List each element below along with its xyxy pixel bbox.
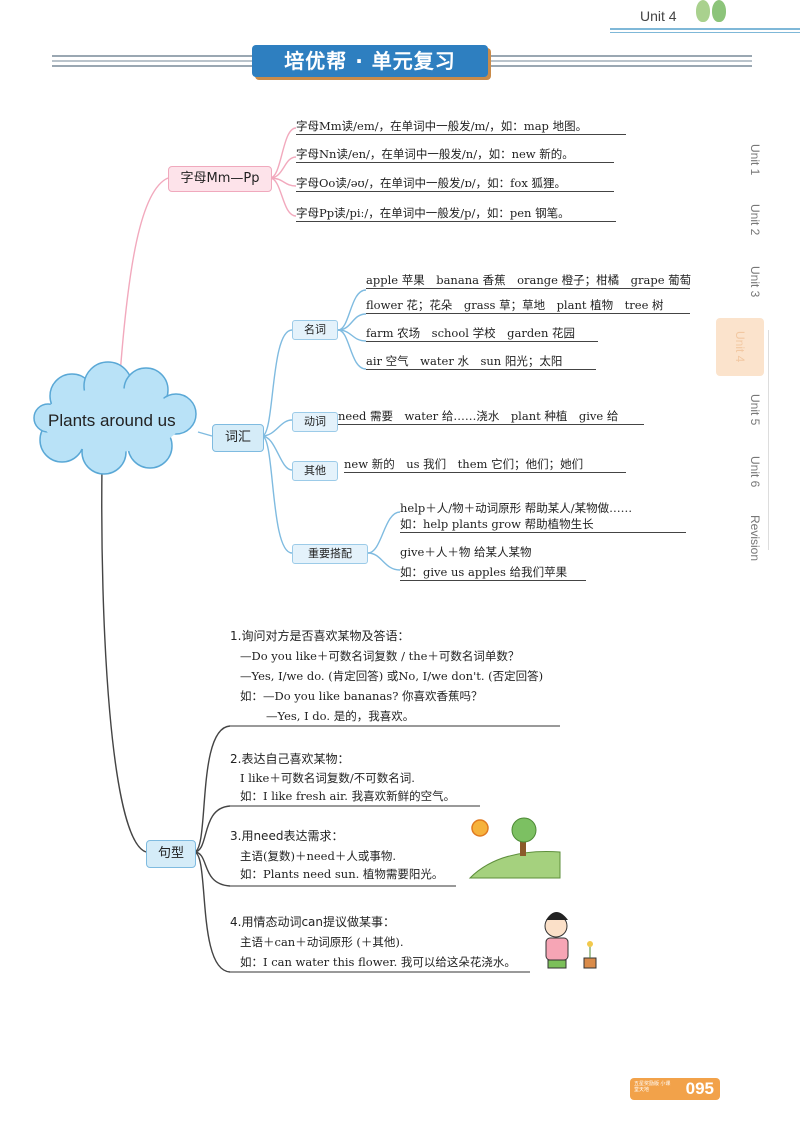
side-tab-unit-3[interactable]: Unit 3 — [748, 266, 762, 298]
label-others: 其他 — [292, 461, 338, 481]
collocation-row: help＋人/物＋动词原形 帮助某人/某物做…… — [400, 501, 633, 515]
noun-row: flower 花；花朵 grass 草；草地 plant 植物 tree 树 — [366, 297, 690, 314]
sentence-4-line: 主语＋can＋动词原形 (＋其他). — [240, 935, 404, 949]
sun-icon — [471, 819, 489, 837]
sentence-1-line: —Yes, I do. 是的，我喜欢。 — [266, 709, 415, 723]
letter-row: 字母Nn读/en/，在单词中一般发/n/，如：new 新的。 — [296, 146, 614, 163]
noun-row: air 空气 water 水 sun 阳光；太阳 — [366, 353, 596, 370]
side-divider — [768, 330, 769, 550]
sentence-1-line: —Do you like＋可数名词复数 / the＋可数名词单数？ — [240, 649, 520, 663]
sentence-1-line: —Yes, I/we do. (肯定回答) 或No, I/we don't. (… — [240, 669, 544, 683]
header-rule — [610, 28, 800, 30]
connector-letters — [119, 177, 169, 376]
connector-sentences — [101, 464, 147, 853]
connector-vocab — [197, 431, 213, 437]
label-collocations: 重要搭配 — [292, 544, 368, 564]
tree-decoration-icon — [712, 0, 726, 22]
sentence-1-line: 如：—Do you like bananas? 你喜欢香蕉吗？ — [240, 689, 483, 703]
noun-row: apple 苹果 banana 香蕉 orange 橙子；柑橘 grape 葡萄 — [366, 273, 692, 289]
sentence-4-line: 如：I can water this flower. 我可以给这朵花浇水。 — [240, 955, 516, 969]
central-topic: Plants around us — [48, 411, 176, 430]
side-tab-revision[interactable]: Revision — [748, 514, 762, 562]
sentence-1-head: 1.询问对方是否喜欢某物及答语： — [230, 629, 410, 643]
sentence-3-line: 主语(复数)＋need＋人或事物. — [240, 849, 397, 863]
noun-row: farm 农场 school 学校 garden 花园 — [366, 325, 598, 342]
hill-tree-illustration — [468, 817, 561, 879]
page-number: 095 — [685, 1079, 714, 1098]
label-nouns: 名词 — [292, 320, 338, 340]
sentence-2-line: 如：I like fresh air. 我喜欢新鲜的空气。 — [240, 789, 456, 803]
footer-small-text: 五星奖励版 小课堂天地 — [634, 1081, 671, 1093]
girl-watering-illustration — [544, 912, 597, 969]
page-title: 培优帮 · 单元复习 — [252, 45, 488, 77]
letter-row: 字母Oo读/əʊ/，在单词中一般发/ɒ/，如：fox 狐狸。 — [296, 175, 614, 192]
sentence-2-head: 2.表达自己喜欢某物： — [230, 752, 350, 766]
sentence-4-head: 4.用情态动词can提议做某事： — [230, 915, 396, 929]
side-tab-unit-4[interactable]: Unit 4 — [716, 318, 764, 376]
page-number-tab: 五星奖励版 小课堂天地 095 — [630, 1078, 720, 1100]
side-tab-unit-5[interactable]: Unit 5 — [748, 394, 762, 426]
letter-row: 字母Mm读/em/，在单词中一般发/m/，如：map 地图。 — [296, 118, 626, 135]
branch-sentences: 句型 — [146, 840, 196, 868]
sentence-3-head: 3.用need表达需求： — [230, 829, 344, 843]
side-tab-unit-1[interactable]: Unit 1 — [748, 144, 762, 176]
verb-row: need 需要 water 给……浇水 plant 种植 give 给 — [338, 408, 644, 425]
header-rule — [610, 32, 800, 33]
side-tab-unit-2[interactable]: Unit 2 — [748, 204, 762, 236]
branch-vocab: 词汇 — [212, 424, 264, 452]
label-verbs: 动词 — [292, 412, 338, 432]
collocation-row: give＋人＋物 给某人某物 — [400, 545, 532, 559]
side-tab-unit-6[interactable]: Unit 6 — [748, 456, 762, 488]
others-row: new 新的 us 我们 them 它们；他们；她们 — [344, 456, 626, 473]
collocation-row: 如：help plants grow 帮助植物生长 — [400, 516, 686, 533]
letter-row: 字母Pp读/piː/，在单词中一般发/p/，如：pen 钢笔。 — [296, 205, 616, 222]
tree-decoration-icon — [696, 0, 710, 22]
sentence-3-line: 如：Plants need sun. 植物需要阳光。 — [240, 867, 444, 881]
branch-letters: 字母Mm—Pp — [168, 166, 272, 192]
unit-header: Unit 4 — [640, 8, 677, 24]
sentence-2-line: I like＋可数名词复数/不可数名词. — [240, 771, 415, 785]
collocation-row: 如：give us apples 给我们苹果 — [400, 564, 586, 581]
